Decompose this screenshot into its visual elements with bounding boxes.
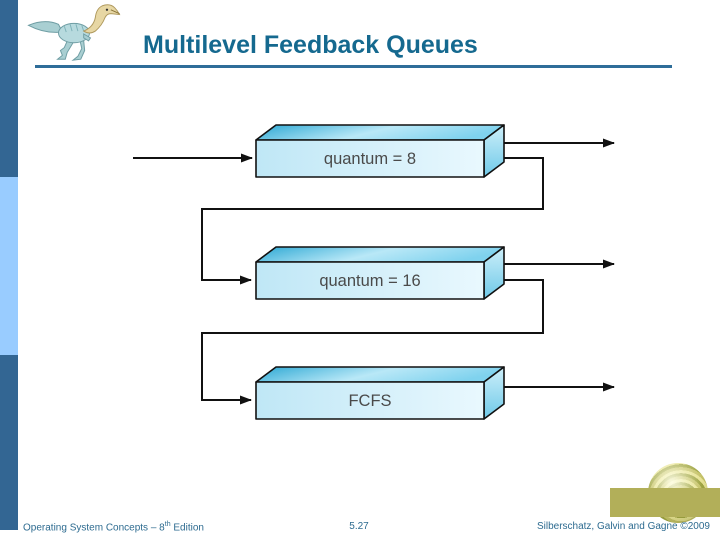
queue-box-1: quantum = 8 [255, 124, 505, 178]
queue3-front-face [255, 381, 485, 420]
dino-eye [105, 8, 109, 11]
sidebar-segment-middle [0, 177, 18, 355]
queue1-label: quantum = 8 [324, 150, 416, 168]
footer-book-superscript: th [164, 521, 171, 528]
queue1-front-face [255, 139, 485, 178]
dinosaur-logo [27, 4, 121, 61]
queue1-top-face [255, 124, 505, 141]
dino-neck-head [82, 4, 121, 34]
sidebar-decoration [0, 0, 18, 540]
dino-front-leg [71, 39, 86, 61]
footer-book-prefix: Operating System Concepts – 8 [23, 522, 165, 534]
footer-book-title: Operating System Concepts – 8th Edition [23, 521, 204, 533]
queue3-label: FCFS [348, 392, 391, 410]
sidebar-segment-top [0, 0, 18, 177]
title-underline [35, 65, 672, 68]
dino-snout [110, 9, 120, 15]
queue-box-2: quantum = 16 [255, 246, 505, 300]
queue-box-3: FCFS [255, 366, 505, 420]
dino-arm [83, 33, 92, 42]
queue2-top-face [255, 246, 505, 263]
queue2-label: quantum = 16 [319, 272, 420, 290]
footer-book-suffix: Edition [170, 522, 204, 534]
queue3-top-face [255, 366, 505, 383]
corner-banner [610, 488, 720, 517]
sidebar-segment-bottom [0, 355, 18, 530]
footer-credit: Silberschatz, Galvin and Gagne ©2009 [536, 521, 710, 532]
footer-page-number: 5.27 [349, 521, 369, 532]
arrow-demote-queue1-to-queue2 [201, 157, 544, 285]
arrow-demote-queue2-to-queue3 [201, 279, 544, 405]
dino-stripes [63, 24, 85, 33]
dino-back-leg [56, 38, 74, 60]
queue2-front-face [255, 261, 485, 300]
page-title: Multilevel Feedback Queues [143, 31, 478, 59]
